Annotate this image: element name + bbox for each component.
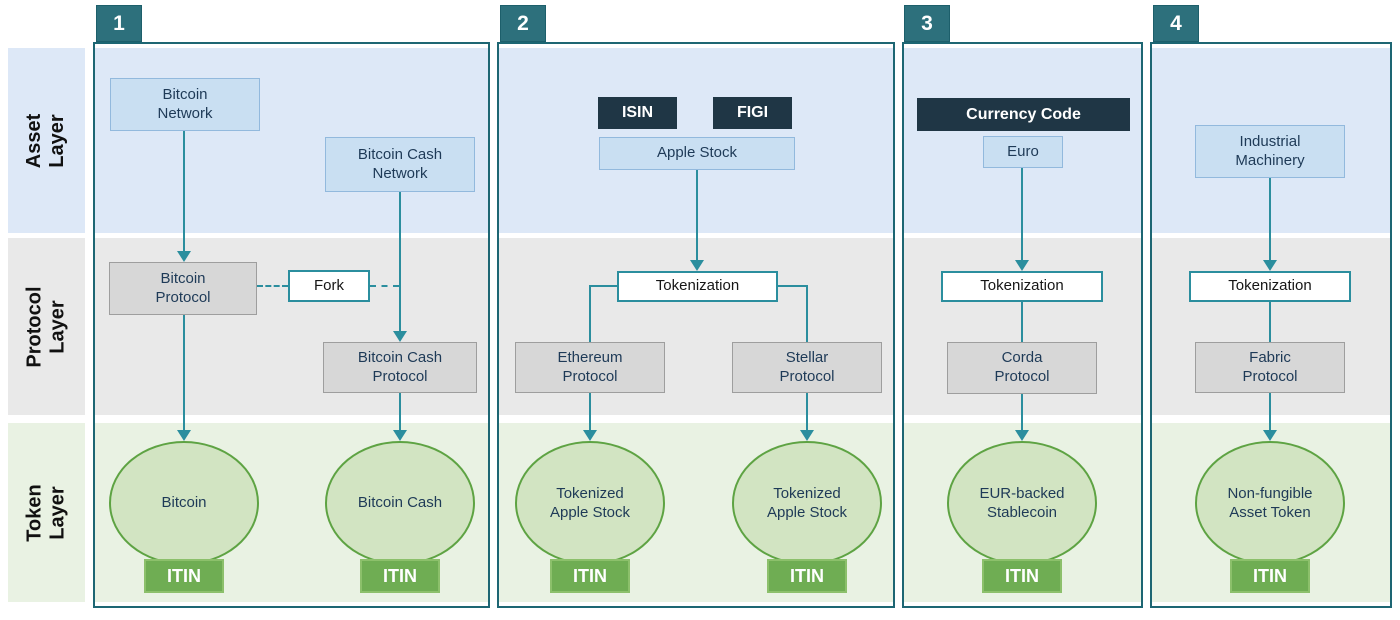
token-layer-label-text: Token Layer: [23, 483, 69, 542]
figi-identifier-box: FIGI: [713, 97, 792, 129]
eur-stablecoin-circle: EUR-backed Stablecoin: [947, 441, 1097, 565]
itin-badge: ITIN: [1230, 559, 1310, 593]
connector-tokenization-to-fabric: [1269, 302, 1271, 342]
protocol-layer-label-text: Protocol Layer: [23, 285, 69, 368]
tokenized-apple-stock-circle-stellar: Tokenized Apple Stock: [732, 441, 882, 565]
connector-bitcoincash-protocol-to-token: [399, 393, 401, 430]
connector-bitcoin-network-to-protocol: [183, 131, 185, 251]
arrowhead-icon: [177, 430, 191, 441]
bitcoin-cash-protocol-box: Bitcoin Cash Protocol: [323, 342, 477, 393]
arrowhead-icon: [1015, 260, 1029, 271]
fabric-protocol-box: Fabric Protocol: [1195, 342, 1345, 393]
itin-badge: ITIN: [767, 559, 847, 593]
connector-applestock-to-tokenization: [696, 170, 698, 260]
tokenization-box: Tokenization: [617, 271, 778, 302]
section-3-number-tab: 3: [904, 5, 950, 42]
arrowhead-icon: [177, 251, 191, 262]
itin-badge: ITIN: [360, 559, 440, 593]
industrial-machinery-box: Industrial Machinery: [1195, 125, 1345, 178]
euro-box: Euro: [983, 136, 1063, 168]
connector-bitcoincash-network-to-protocol: [399, 192, 401, 331]
token-layer-label: Token Layer: [8, 423, 85, 602]
arrowhead-icon: [690, 260, 704, 271]
connector-bitcoin-protocol-to-token: [183, 315, 185, 430]
itin-badge: ITIN: [550, 559, 630, 593]
connector-machinery-to-tokenization: [1269, 178, 1271, 260]
dashed-fork-link-left: [257, 285, 288, 287]
arrowhead-icon: [1015, 430, 1029, 441]
tokenization-box: Tokenization: [1189, 271, 1351, 302]
tokenized-apple-stock-circle-ethereum: Tokenized Apple Stock: [515, 441, 665, 565]
fork-box: Fork: [288, 270, 370, 302]
arrowhead-icon: [800, 430, 814, 441]
bitcoin-protocol-box: Bitcoin Protocol: [109, 262, 257, 315]
isin-identifier-box: ISIN: [598, 97, 677, 129]
tokenization-box: Tokenization: [941, 271, 1103, 302]
connector-stellar-to-token: [806, 393, 808, 430]
apple-stock-box: Apple Stock: [599, 137, 795, 170]
connector-ethereum-to-token: [589, 393, 591, 430]
corda-protocol-box: Corda Protocol: [947, 342, 1097, 394]
connector-corda-to-token: [1021, 394, 1023, 430]
connector-tokenization-to-ethereum-h: [590, 285, 617, 287]
connector-euro-to-tokenization: [1021, 168, 1023, 260]
arrowhead-icon: [393, 331, 407, 342]
connector-tokenization-to-ethereum-v: [589, 285, 591, 342]
currency-code-identifier-box: Currency Code: [917, 98, 1130, 131]
bitcoin-token-circle: Bitcoin: [109, 441, 259, 565]
bitcoin-cash-network-box: Bitcoin Cash Network: [325, 137, 475, 192]
arrowhead-icon: [583, 430, 597, 441]
arrowhead-icon: [1263, 430, 1277, 441]
connector-tokenization-to-corda: [1021, 302, 1023, 342]
itin-badge: ITIN: [144, 559, 224, 593]
asset-layer-label: Asset Layer: [8, 48, 85, 233]
arrowhead-icon: [393, 430, 407, 441]
connector-fabric-to-token: [1269, 393, 1271, 430]
asset-layer-label-text: Asset Layer: [23, 113, 69, 168]
section-2-number-tab: 2: [500, 5, 546, 42]
section-1-number-tab: 1: [96, 5, 142, 42]
connector-tokenization-to-stellar-v: [806, 285, 808, 342]
connector-tokenization-to-stellar-h: [778, 285, 807, 287]
stellar-protocol-box: Stellar Protocol: [732, 342, 882, 393]
ethereum-protocol-box: Ethereum Protocol: [515, 342, 665, 393]
section-4-number-tab: 4: [1153, 5, 1199, 42]
protocol-layer-label: Protocol Layer: [8, 238, 85, 415]
itin-badge: ITIN: [982, 559, 1062, 593]
bitcoin-cash-token-circle: Bitcoin Cash: [325, 441, 475, 565]
bitcoin-network-box: Bitcoin Network: [110, 78, 260, 131]
dashed-fork-link-right: [370, 285, 399, 287]
nonfungible-asset-token-circle: Non-fungible Asset Token: [1195, 441, 1345, 565]
arrowhead-icon: [1263, 260, 1277, 271]
